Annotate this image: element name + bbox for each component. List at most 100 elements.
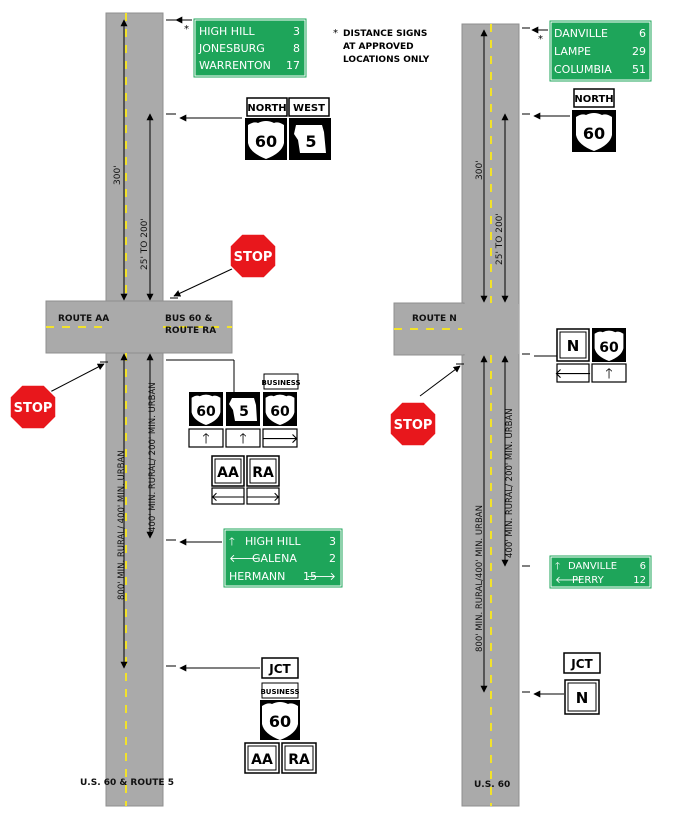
destination-miles: 3	[329, 535, 336, 548]
aa-marker-text: AA	[251, 752, 273, 768]
right-distance-sign: DANVILLE 6 LAMPE 29 COLUMBIA 51	[548, 19, 653, 83]
arrow-right-icon: 🡒	[246, 490, 281, 505]
right-intersection: ROUTE N U.S. 60 300' 25' TO 200' 800' MI…	[389, 19, 653, 807]
business-plaque-text: BUSINESS	[260, 688, 299, 696]
route5-shield-number: 5	[239, 404, 249, 420]
distance-sign-row-miles: 3	[293, 25, 300, 38]
left-junction-assembly: BUSINESS 60 5 60 🡑 🡑 🡒	[188, 373, 301, 448]
ra-marker-text: RA	[252, 465, 274, 481]
destination-name: HERMANN	[229, 570, 285, 583]
arrow-left-icon: 🡐	[211, 490, 246, 505]
left-aa-ra-markers: AA RA 🡐 🡒	[211, 455, 281, 505]
destination-name: HIGH HILL	[245, 535, 301, 548]
left-dim-25-200: 25' TO 200'	[140, 218, 150, 270]
right-dimensions: 300' 25' TO 200' 800' MIN. RURAL/400' MI…	[475, 29, 515, 693]
arrow-right-icon: 🡒	[261, 431, 299, 447]
left-destination-sign: 🡑 HIGH HILL 3 🡐 GALENA 2 HERMANN 15 🡒	[222, 527, 344, 589]
right-intersection-box	[462, 304, 519, 354]
jct-plaque-text: JCT	[268, 662, 291, 676]
distance-sign-row-name: JONESBURG	[198, 42, 265, 55]
north-plaque-text: NORTH	[574, 94, 613, 105]
us60-shield-number: 60	[196, 404, 216, 420]
left-stop-sign-north: STOP	[229, 233, 277, 279]
destination-miles: 2	[329, 552, 336, 565]
right-dim-400-200: 400' MIN. RURAL/ 200' MIN. URBAN	[505, 408, 515, 558]
right-dim-800-400: 800' MIN. RURAL/400' MIN. URBAN	[475, 505, 485, 652]
destination-miles: 6	[640, 561, 646, 572]
left-route-aa-label: ROUTE AA	[58, 314, 109, 324]
us60-shield-number: 60	[583, 124, 605, 143]
jct-plaque-text: JCT	[570, 657, 593, 671]
right-leaders	[419, 26, 570, 698]
distance-signs-note: * DISTANCE SIGNS AT APPROVED LOCATIONS O…	[333, 28, 430, 65]
stop-text: STOP	[394, 418, 433, 433]
left-caption: U.S. 60 & ROUTE 5	[80, 778, 174, 788]
right-caption: U.S. 60	[474, 780, 510, 790]
distance-sign-row-name: HIGH HILL	[199, 25, 255, 38]
note-line: AT APPROVED	[343, 42, 414, 52]
distance-sign-row-name: COLUMBIA	[554, 63, 612, 76]
n-marker-text: N	[576, 689, 589, 707]
aa-marker-text: AA	[217, 465, 239, 481]
left-main-road	[105, 12, 164, 807]
left-jct-assembly: JCT BUSINESS 60 AA RA	[244, 657, 317, 774]
right-dim-25-200: 25' TO 200'	[495, 213, 505, 265]
right-route-n-label: ROUTE N	[412, 314, 457, 324]
note-line: DISTANCE SIGNS	[343, 29, 427, 39]
right-dim-300: 300'	[475, 160, 485, 180]
distance-sign-row-name: LAMPE	[554, 45, 591, 58]
distance-sign-row-miles: 29	[632, 45, 646, 58]
note-line: LOCATIONS ONLY	[343, 55, 430, 65]
arrow-left-icon: 🡐	[554, 366, 592, 382]
us60-shield-number: 60	[599, 340, 619, 356]
left-intersection: ROUTE AA BUS 60 & ROUTE RA U.S. 60 & ROU…	[9, 12, 344, 807]
left-intersection-box	[106, 302, 163, 352]
right-route-header: NORTH 60	[572, 88, 616, 152]
route5-shield-number: 5	[305, 132, 316, 151]
north-plaque-text: NORTH	[247, 103, 286, 114]
right-asterisk: *	[538, 34, 543, 45]
destination-miles: 12	[633, 575, 646, 586]
right-junction-assembly: N 60 🡐 🡑	[554, 328, 627, 383]
destination-name: GALENA	[252, 552, 297, 565]
left-dimensions: 300' 25' TO 200' 800' MIN. RURAL/ 400' M…	[113, 19, 158, 669]
arrow-up-icon: 🡑	[239, 431, 246, 447]
left-stop-sign-south: STOP	[9, 384, 57, 430]
left-leaders	[49, 16, 260, 672]
left-dim-800-400: 800' MIN. RURAL/ 400' MIN. URBAN	[117, 450, 127, 600]
bus60-shield-number: 60	[270, 404, 290, 420]
us60-shield-number: 60	[255, 132, 277, 151]
bus60-shield-number: 60	[269, 712, 291, 731]
right-destination-sign: 🡑 DANVILLE 6 🡐 PERRY 12	[548, 554, 653, 590]
left-dim-300: 300'	[113, 165, 123, 185]
arrow-left-icon: 🡐	[555, 575, 582, 586]
arrow-up-icon: 🡑	[555, 561, 560, 572]
stop-text: STOP	[14, 401, 53, 416]
n-marker-text: N	[567, 337, 580, 355]
arrow-up-icon: 🡑	[229, 535, 235, 548]
destination-name: DANVILLE	[568, 561, 617, 572]
left-dim-400-200: 400' MIN. RURAL/ 200' MIN. URBAN	[148, 382, 158, 532]
left-bus60-label: BUS 60 &	[165, 314, 212, 324]
left-asterisk: *	[184, 24, 189, 35]
distance-sign-row-miles: 8	[293, 42, 300, 55]
left-route-ra-label: ROUTE RA	[165, 326, 216, 336]
right-jct-assembly: JCT N	[563, 652, 601, 715]
left-distance-sign: HIGH HILL 3 JONESBURG 8 WARRENTON 17	[192, 17, 308, 79]
left-route-header: NORTH WEST 60 5	[245, 97, 331, 160]
stop-text: STOP	[234, 250, 273, 265]
distance-sign-row-miles: 51	[632, 63, 646, 76]
business-plaque-text: BUSINESS	[261, 379, 300, 387]
arrow-left-icon: 🡐	[229, 552, 259, 565]
note-asterisk: *	[333, 28, 338, 39]
distance-sign-row-name: DANVILLE	[554, 27, 608, 40]
arrow-right-icon: 🡒	[307, 570, 337, 583]
arrow-up-icon: 🡑	[202, 431, 209, 447]
arrow-up-icon: 🡑	[605, 366, 612, 382]
west-plaque-text: WEST	[293, 103, 325, 114]
distance-sign-row-miles: 6	[639, 27, 646, 40]
right-stop-sign: STOP	[389, 401, 437, 447]
ra-marker-text: RA	[288, 752, 310, 768]
distance-sign-row-miles: 17	[286, 59, 300, 72]
